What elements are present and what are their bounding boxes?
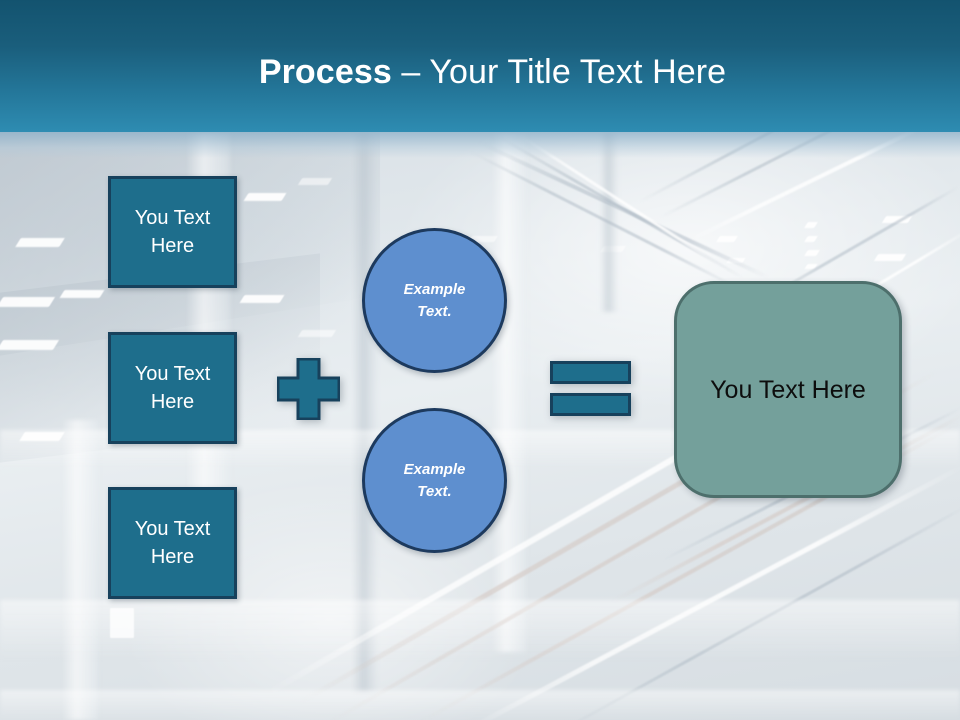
result-box-label: You Text Here [710, 375, 866, 404]
equals-operator [550, 361, 631, 416]
background-pillar [492, 132, 526, 652]
background-pillar [62, 420, 98, 720]
ceiling-light-icon [239, 295, 285, 303]
header-underband [0, 132, 960, 158]
background-floor-band [0, 690, 960, 720]
slide-header: Process – Your Title Text Here [0, 0, 960, 132]
ceiling-light-icon [297, 330, 337, 337]
plus-operator [276, 357, 341, 421]
ceiling-light-icon [243, 193, 287, 201]
result-box[interactable]: You Text Here [674, 281, 902, 498]
background-floor-band [0, 600, 960, 660]
ceiling-light-icon [873, 254, 907, 261]
ceiling-light-icon [0, 340, 60, 350]
background-pillar [352, 132, 378, 692]
ceiling-light-icon [0, 297, 56, 307]
ceiling-light-icon [716, 236, 738, 242]
background-sign [110, 608, 134, 638]
page-title: Process – Your Title Text Here [0, 52, 960, 92]
ceiling-light-icon [297, 178, 333, 185]
ceiling-light-icon [15, 238, 65, 247]
equals-bar-bottom [550, 393, 631, 416]
plus-icon [276, 357, 341, 421]
equals-bar-top [550, 361, 631, 384]
ceiling-light-icon [59, 290, 105, 298]
page-title-bold: Process [258, 53, 392, 91]
page-title-regular: – Your Title Text Here [391, 53, 727, 91]
